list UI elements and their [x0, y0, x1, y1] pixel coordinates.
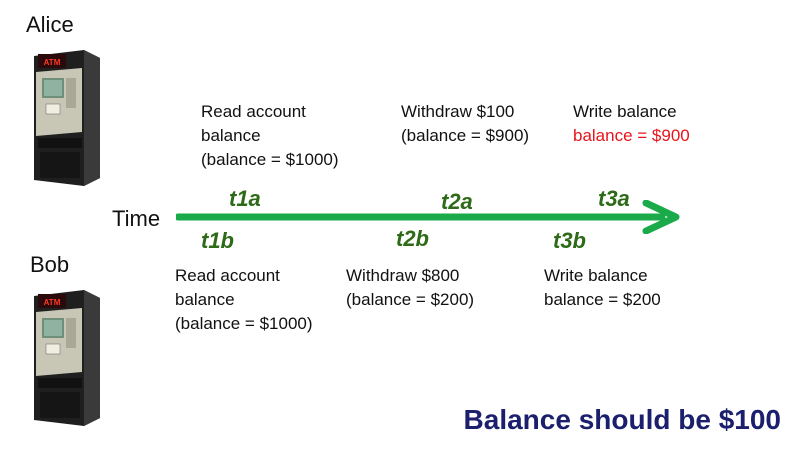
- atm-icon-bob: ATM: [24, 288, 104, 428]
- tick-t3b: t3b: [553, 228, 586, 253]
- conclusion-text: Balance should be $100: [463, 404, 781, 435]
- alice-name: Alice: [26, 12, 74, 37]
- atm-label-alice: ATM: [44, 58, 61, 67]
- time-axis-label: Time: [112, 206, 161, 231]
- bob-event-2: Withdraw $800 (balance = $200): [346, 264, 474, 312]
- atm-label-bob: ATM: [44, 298, 61, 307]
- bob-event-1-line-2: balance: [175, 290, 235, 309]
- alice-event-2: Withdraw $100 (balance = $900): [401, 100, 529, 148]
- bob-event-2-line-1: Withdraw $800: [346, 266, 460, 285]
- alice-event-1: Read account balance (balance = $1000): [201, 100, 339, 172]
- alice-event-2-line-1: Withdraw $100: [401, 102, 515, 121]
- alice-event-1-line-1: Read account: [201, 102, 306, 121]
- bob-event-2-line-2: (balance = $200): [346, 290, 475, 309]
- bob-event-1-line-1: Read account: [175, 266, 280, 285]
- tick-t1b: t1b: [201, 228, 234, 253]
- atm-icon-alice: ATM: [24, 48, 104, 188]
- bob-name: Bob: [30, 252, 70, 277]
- alice-event-3: Write balance balance = $900: [573, 100, 690, 148]
- bob-event-3-line-1: Write balance: [544, 266, 648, 285]
- bob-event-1: Read account balance (balance = $1000): [175, 264, 313, 336]
- alice-event-3-line-1: Write balance: [573, 102, 677, 121]
- alice-event-3-line-2: balance = $900: [573, 126, 690, 145]
- bob-event-1-line-3: (balance = $1000): [175, 314, 313, 333]
- alice-event-2-line-2: (balance = $900): [401, 126, 530, 145]
- bob-event-3: Write balance balance = $200: [544, 264, 661, 312]
- tick-t2a: t2a: [441, 189, 473, 214]
- time-arrow: [176, 200, 688, 234]
- tick-t2b: t2b: [396, 226, 429, 251]
- tick-t1a: t1a: [229, 186, 261, 211]
- alice-event-1-line-2: balance: [201, 126, 261, 145]
- alice-event-1-line-3: (balance = $1000): [201, 150, 339, 169]
- tick-t3a: t3a: [598, 186, 630, 211]
- bob-event-3-line-2: balance = $200: [544, 290, 661, 309]
